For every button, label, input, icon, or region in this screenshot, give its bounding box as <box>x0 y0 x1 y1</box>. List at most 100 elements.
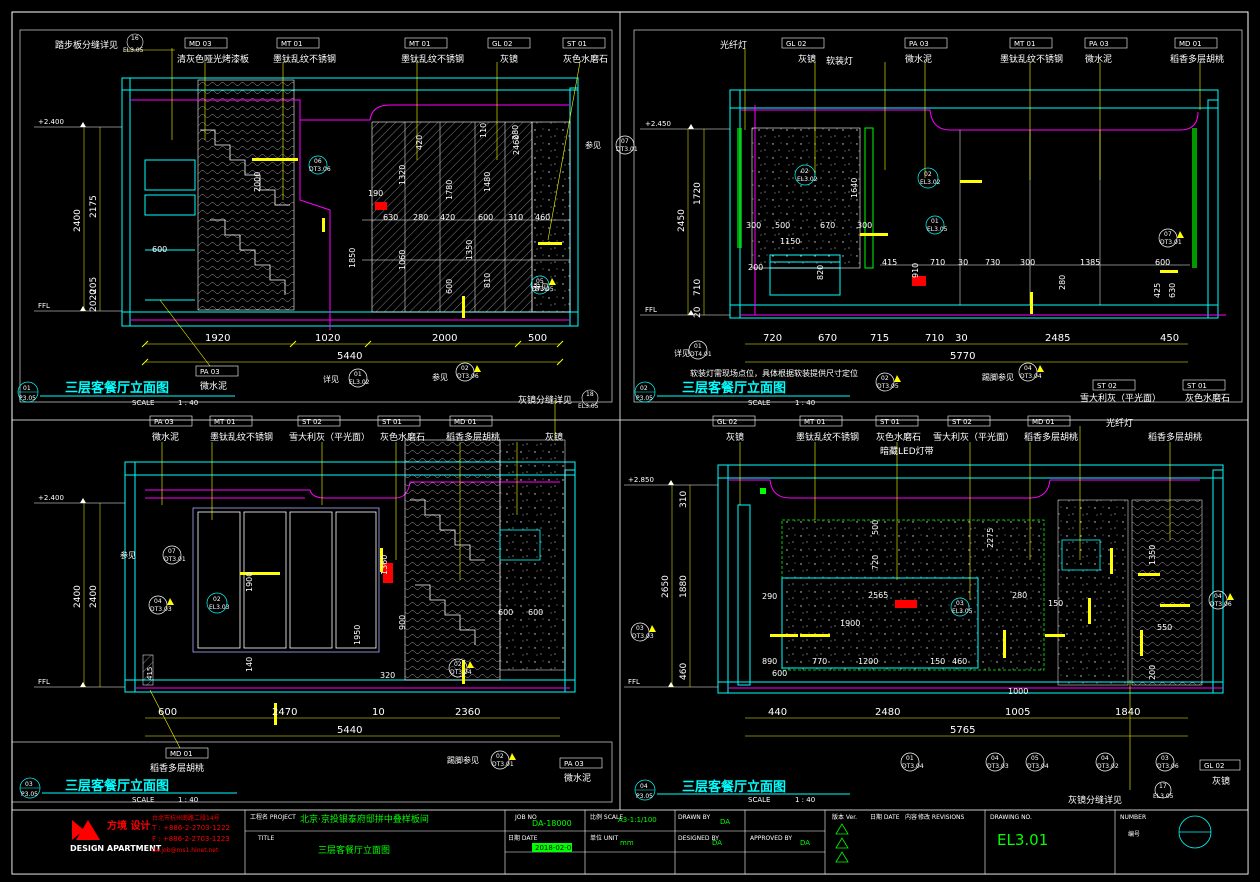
el4-stone-column <box>1057 499 1129 686</box>
svg-text:600: 600 <box>478 213 493 222</box>
el3-detail-callout-18: 18 EL3.05 <box>578 389 599 410</box>
el2-grid-lines <box>880 130 1190 305</box>
el2-socket-mark <box>912 276 926 286</box>
svg-text:5440: 5440 <box>337 351 362 362</box>
svg-text:1005: 1005 <box>1005 707 1030 718</box>
svg-text:02: 02 <box>454 661 462 668</box>
el1-ref-note-3: 参见 <box>432 372 448 382</box>
svg-text:台北市杭州南路二段14号: 台北市杭州南路二段14号 <box>152 814 220 822</box>
svg-text:310: 310 <box>508 213 523 222</box>
el1-bottom-tag: PA 03 微水泥 <box>159 299 239 392</box>
number-circle <box>1178 815 1212 849</box>
svg-text:FFL: FFL <box>645 306 657 314</box>
el2-levels: +2.450 FFL <box>640 120 730 316</box>
svg-text:5770: 5770 <box>950 351 975 362</box>
el1-wood-stair-panel <box>197 79 295 311</box>
el3-skirting-block <box>142 654 154 686</box>
svg-text:SCALE: SCALE <box>748 796 770 804</box>
svg-text:2470: 2470 <box>272 707 297 718</box>
svg-text:04: 04 <box>991 755 999 762</box>
el3-tags: 灰镜分缝详见 18 EL3.05 PA 03 微水泥 MT 01 墨钛乱纹不锈钢… <box>149 389 599 443</box>
svg-text:GL 02: GL 02 <box>492 40 512 48</box>
svg-text:EL3.02: EL3.02 <box>797 176 818 183</box>
svg-text:03: 03 <box>956 600 964 607</box>
svg-text:灰镜: 灰镜 <box>798 53 816 65</box>
company-logo: 方境 设计 DESIGN APARTMENT <box>70 819 162 853</box>
svg-text:1200: 1200 <box>858 657 878 666</box>
el2-tag-2: MT 01 墨钛乱纹不锈钢 <box>1000 37 1063 65</box>
svg-text:910: 910 <box>911 263 920 278</box>
el2-tag-0: GL 02 灰镜 <box>781 37 825 65</box>
el3-ref-note: 参见 <box>120 550 136 560</box>
el4-tag-leaders <box>739 426 1171 790</box>
project-name: 北京·京投银泰府邸拼中叠样板间 <box>300 813 429 825</box>
svg-text:ST 01: ST 01 <box>382 418 402 426</box>
svg-text:灰色水磨石: 灰色水磨石 <box>1185 392 1230 404</box>
el2-title-block: 02 P3.05 三层客餐厅立面图 SCALE 1 : 40 <box>635 380 850 407</box>
el1-ref-note: 参见 <box>533 282 549 292</box>
svg-text:630: 630 <box>1168 283 1177 298</box>
svg-text:10: 10 <box>372 707 385 718</box>
svg-text:290: 290 <box>762 592 777 601</box>
el2-detail-note: 详见 <box>674 348 690 358</box>
el4-socket-mark <box>895 600 917 608</box>
svg-text:01: 01 <box>354 371 362 378</box>
svg-text:灰镜: 灰镜 <box>500 53 518 65</box>
svg-text:1320: 1320 <box>398 165 407 185</box>
el4-title: 三层客餐厅立面图 <box>682 779 786 795</box>
svg-text:1480: 1480 <box>483 172 492 192</box>
svg-text:DT3.06: DT3.06 <box>1157 763 1179 770</box>
el3-yellow-bars <box>240 548 465 725</box>
svg-text:05: 05 <box>1031 755 1039 762</box>
svg-text:稻香多层胡桃: 稻香多层胡桃 <box>446 431 500 443</box>
el4-tag-0: GL 02 灰镜 <box>712 415 756 443</box>
el4-tag-2: ST 01 灰色水磨石 <box>875 415 921 443</box>
svg-text:ST 01: ST 01 <box>567 40 587 48</box>
el3-title-block: 03 P3.05 三层客餐厅立面图 SCALE 1 : 40 <box>19 777 237 804</box>
svg-text:2400: 2400 <box>73 209 83 232</box>
svg-text:600: 600 <box>498 608 513 617</box>
svg-text:03: 03 <box>1161 755 1169 762</box>
el4-tag-3: ST 02 雪大利灰（平光面） <box>933 415 1014 443</box>
el3-step-cyan <box>499 529 541 561</box>
el1-title-block: 01 P3.05 三层客餐厅立面图 SCALE 1 : 40 <box>17 380 235 407</box>
svg-text:1060: 1060 <box>398 250 407 270</box>
svg-text:1850: 1850 <box>348 248 357 268</box>
svg-text:730: 730 <box>985 258 1000 267</box>
svg-text:04: 04 <box>1024 365 1032 372</box>
svg-text:600: 600 <box>1155 258 1170 267</box>
svg-text:810: 810 <box>483 273 492 288</box>
svg-text:DT3.06: DT3.06 <box>309 166 331 173</box>
svg-text:EL3.05: EL3.05 <box>927 226 948 233</box>
el3-socket-mark <box>383 563 393 583</box>
svg-text:2020: 2020 <box>89 289 99 312</box>
svg-text:NUMBER: NUMBER <box>1120 814 1146 821</box>
svg-text:DT3.02: DT3.02 <box>1097 763 1119 770</box>
svg-text:比例 SCALE: 比例 SCALE <box>590 813 623 821</box>
svg-text:16: 16 <box>131 35 139 42</box>
svg-text:内容: 内容 <box>905 813 917 821</box>
svg-text:工程名 PROJECT: 工程名 PROJECT <box>250 813 296 821</box>
svg-text:DESIGNED BY: DESIGNED BY <box>678 835 719 842</box>
svg-text:05: 05 <box>536 278 544 285</box>
svg-text:110: 110 <box>479 123 488 138</box>
el3-wood-stair <box>404 439 501 681</box>
svg-text:SCALE: SCALE <box>132 796 154 804</box>
svg-text:灰色水磨石: 灰色水磨石 <box>876 431 921 443</box>
el1-horizontal-dims: 1920 1020 2000 500 5440 <box>141 333 564 366</box>
svg-text:205: 205 <box>89 277 99 294</box>
svg-text:2485: 2485 <box>1045 333 1070 344</box>
svg-text:EL3.05: EL3.05 <box>952 608 973 615</box>
el1-tag-leaders <box>125 48 581 241</box>
el4-vertical-dims: 2650 1880 310 460 <box>661 485 691 687</box>
svg-text:MT 01: MT 01 <box>409 40 430 48</box>
svg-text:PA 03: PA 03 <box>564 760 584 768</box>
svg-text:TITLE: TITLE <box>257 835 274 842</box>
el3-glass-doors <box>192 507 380 653</box>
svg-text:MT 01: MT 01 <box>1014 40 1035 48</box>
svg-text:420: 420 <box>415 135 424 150</box>
svg-text:P3.05: P3.05 <box>636 793 653 800</box>
